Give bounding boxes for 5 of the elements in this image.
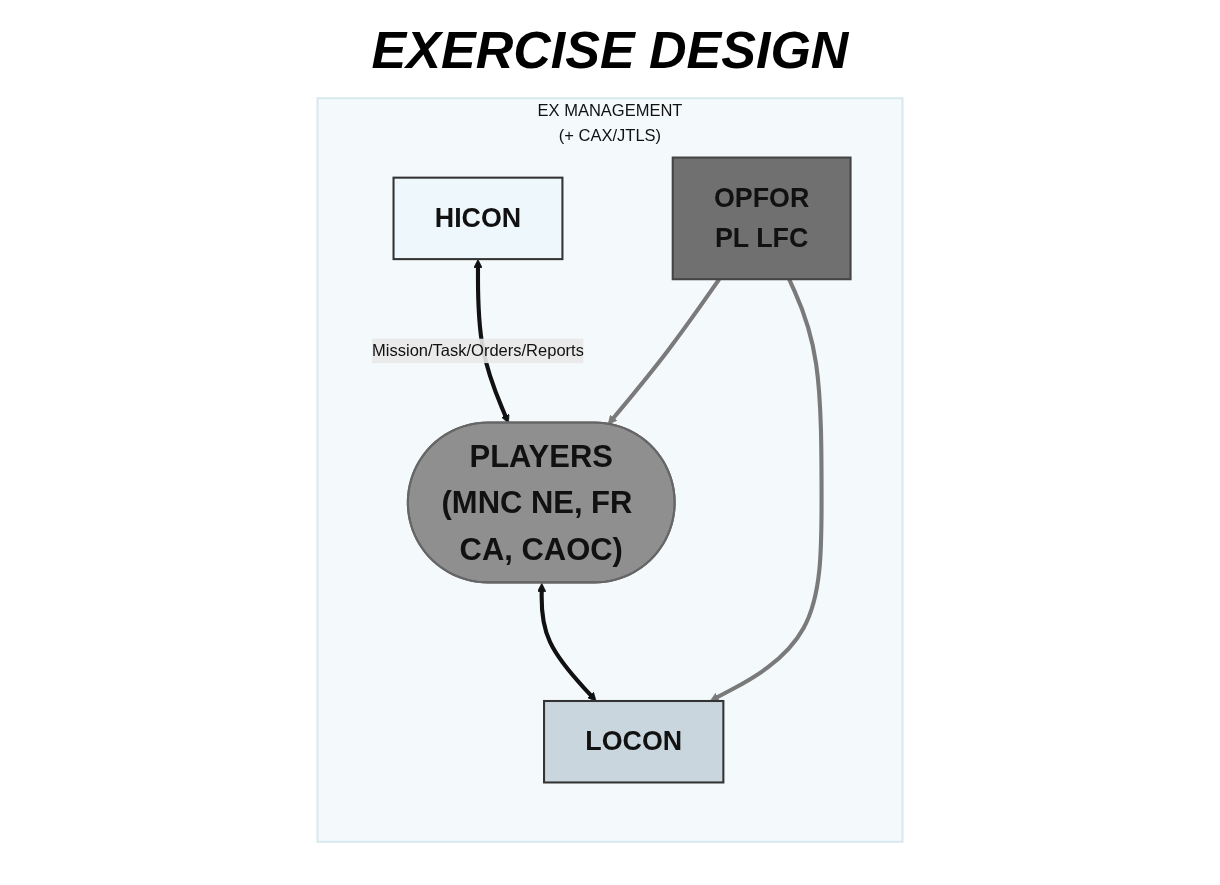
node-box: HICON — [392, 176, 564, 261]
diagram-title: EXERCISE DESIGN — [370, 20, 850, 80]
node-box: LOCON — [543, 699, 725, 784]
node-box: OPFOR PL LFC — [671, 156, 852, 281]
edge-label: Mission/Task/Orders/Reports — [372, 341, 584, 360]
